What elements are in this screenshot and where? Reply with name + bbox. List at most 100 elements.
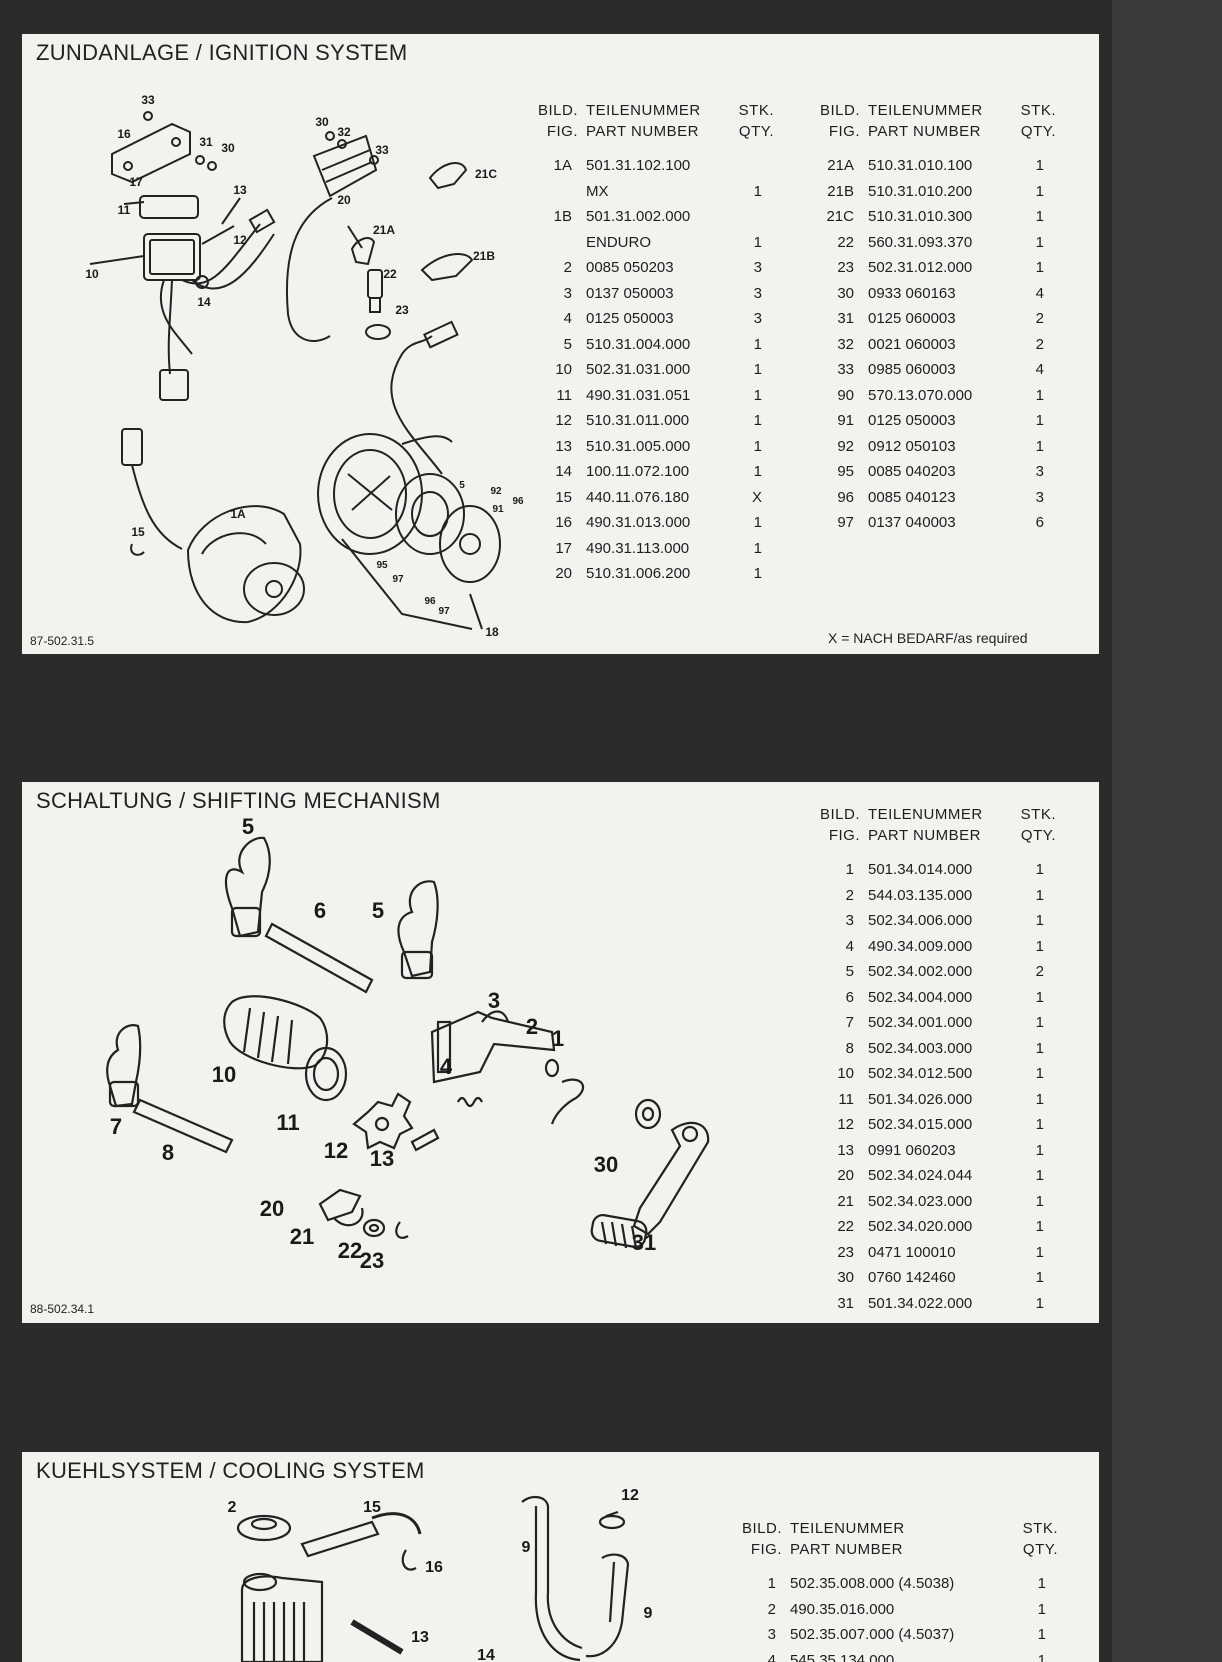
callout-label: 16: [117, 127, 131, 141]
callout-label: 2: [526, 1014, 538, 1039]
callout-label: 4: [440, 1054, 453, 1079]
header-fig-de: BILD.: [819, 102, 860, 119]
callout-label: 21: [290, 1224, 314, 1249]
header-fig-en: FIG.: [546, 123, 578, 140]
callout-label: 13: [233, 183, 247, 197]
callout-label: 13: [370, 1146, 394, 1171]
cell-qty: 1: [1035, 1065, 1044, 1082]
cell-part: 502.34.020.000: [868, 1218, 973, 1235]
cell-fig: 21C: [826, 208, 854, 225]
cell-part: 0985 060003: [868, 361, 956, 378]
header-fig-de: BILD.: [819, 806, 860, 823]
cell-fig: 2: [767, 1600, 776, 1618]
callout-label: 11: [276, 1110, 299, 1135]
callout-label: 15: [131, 525, 145, 539]
callout-label: 95: [376, 560, 388, 571]
cell-part: 490.31.113.000: [586, 539, 690, 557]
cell-part: 0085 050203: [586, 259, 674, 276]
callout-label: 5: [459, 480, 465, 491]
header-fig-en: FIG.: [750, 1541, 782, 1558]
cell-fig: 15: [555, 488, 572, 506]
ignition-exploded-diagram: 33 16 17 31 30 11 10 14 13 12 30 32 33 2…: [85, 93, 524, 639]
cell-qty: 1: [753, 565, 762, 582]
callout-label: 1: [552, 1026, 564, 1051]
cell-part: 440.11.076.180: [586, 488, 690, 506]
cell-fig: 33: [837, 361, 854, 378]
callout-label: 31: [632, 1230, 656, 1255]
shifting-mechanism-panel: SCHALTUNG / SHIFTING MECHANISM: [22, 782, 1099, 1323]
callout-label: 21A: [373, 223, 395, 237]
cell-qty: 1: [1035, 1218, 1044, 1235]
cell-fig: 11: [838, 1090, 854, 1108]
cell-part: 490.34.009.000: [868, 937, 973, 955]
cell-part: 501.34.014.000: [868, 861, 973, 878]
header-qty-en: QTY.: [738, 123, 774, 140]
callout-label: 7: [110, 1114, 122, 1139]
cell-fig: 30: [837, 284, 854, 302]
cooling-system-panel: KUEHLSYSTEM / COOLING SYSTEM: [22, 1452, 1099, 1662]
cell-fig: 97: [837, 514, 854, 531]
cell-qty: 3: [753, 284, 762, 302]
cell-fig: 1A: [553, 157, 572, 174]
cell-qty: 3: [1035, 463, 1044, 480]
callout-label: 23: [395, 303, 409, 317]
callout-label: 1A: [230, 507, 246, 521]
cell-fig: 6: [845, 988, 854, 1006]
callout-label: 31: [199, 135, 213, 149]
header-qty-de: STK.: [1022, 1520, 1058, 1537]
section-title: SCHALTUNG / SHIFTING MECHANISM: [36, 788, 441, 813]
callout-label: 8: [162, 1140, 174, 1165]
cell-fig: 21A: [827, 157, 854, 174]
callout-label: 13: [411, 1629, 429, 1646]
callout-label: 16: [425, 1559, 443, 1576]
cell-part: 0085 040123: [868, 488, 956, 506]
cell-fig: 23: [837, 259, 854, 276]
cell-fig: 1B: [553, 208, 572, 225]
cell-part: 490.31.031.051: [586, 386, 691, 404]
cell-part: 0125 050003: [586, 310, 674, 327]
cell-fig: 4: [563, 310, 572, 327]
cell-qty: 1: [753, 182, 762, 200]
cell-qty: 3: [753, 259, 762, 276]
cell-part: 502.34.012.500: [868, 1065, 973, 1082]
cell-qty: 1: [1035, 1014, 1044, 1031]
cell-qty: 1: [1035, 1090, 1044, 1108]
drawing-reference-code: 87-502.31.5: [30, 634, 95, 648]
cell-qty: 1: [1037, 1600, 1046, 1618]
cell-fig: 10: [555, 361, 572, 378]
cell-fig: 4: [767, 1651, 776, 1662]
callout-label: 22: [338, 1238, 362, 1263]
header-fig-de: BILD.: [741, 1520, 782, 1537]
cell-part: 0125 060003: [868, 310, 956, 327]
cell-fig: 16: [555, 514, 572, 531]
callout-label: 33: [375, 143, 389, 157]
cell-fig: 8: [845, 1039, 854, 1057]
cell-fig: 13: [555, 437, 572, 455]
page-edge-shadow: [1112, 0, 1222, 1662]
callout-label: 3: [488, 988, 500, 1013]
cell-fig: 12: [837, 1116, 854, 1133]
cell-part: 502.34.004.000: [868, 988, 973, 1006]
header-qty-en: QTY.: [1020, 827, 1056, 844]
header-fig-en: FIG.: [828, 827, 860, 844]
callout-label: 96: [512, 496, 524, 507]
